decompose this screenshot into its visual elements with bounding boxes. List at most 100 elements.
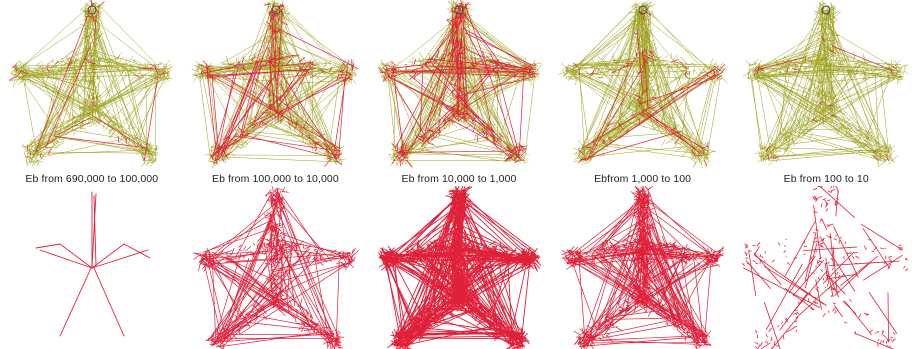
removed-edge <box>315 148 316 151</box>
network-edge <box>41 149 44 151</box>
network-edge <box>412 62 413 66</box>
removed-edge <box>405 64 407 65</box>
removed-edge <box>477 135 478 141</box>
removed-edge <box>238 245 240 247</box>
network-edge <box>218 157 339 162</box>
network-edge <box>96 18 101 21</box>
removed-edge <box>60 266 92 336</box>
removed-edge <box>385 249 389 252</box>
network-edge <box>294 63 296 64</box>
network-edge <box>474 133 476 139</box>
network-edge <box>95 104 136 142</box>
network-edge <box>36 68 155 147</box>
removed-edge <box>407 160 412 167</box>
removed-edge <box>408 338 520 339</box>
network-edge <box>194 65 199 66</box>
network-edge <box>464 37 470 38</box>
network-edge <box>328 78 339 155</box>
network-edge <box>466 2 468 3</box>
network-edge <box>27 76 170 146</box>
network-edge <box>46 76 49 83</box>
removed-edge <box>243 246 245 250</box>
panel-3-removed-graph <box>367 186 551 349</box>
removed-edge <box>200 251 272 255</box>
removed-edge <box>203 61 208 66</box>
network-edge <box>37 159 39 164</box>
panel-1-removed-edges <box>0 186 184 349</box>
panel-1-caption: Eb from 690,000 to 100,000 <box>0 172 184 186</box>
removed-edge <box>319 253 320 259</box>
removed-edge <box>253 243 255 245</box>
network-edge <box>89 57 90 59</box>
panel-3-network-top <box>367 0 551 172</box>
panel-2-removed-graph <box>184 186 368 349</box>
removed-edge <box>92 250 148 268</box>
removed-edge <box>278 29 352 66</box>
removed-edge <box>333 256 334 258</box>
network-edge <box>213 155 331 156</box>
network-edge <box>449 124 450 129</box>
removed-edge <box>92 244 124 268</box>
network-edge <box>350 78 355 84</box>
network-edge <box>148 63 149 67</box>
removed-edge <box>279 234 281 238</box>
network-edge <box>525 79 534 156</box>
network-edge <box>18 79 23 84</box>
removed-edge <box>55 136 146 147</box>
panel-3-caption: Eb from 10,000 to 1,000 <box>367 172 551 186</box>
panel-2-removed-edges <box>184 186 368 349</box>
network-edge <box>47 59 54 65</box>
network-edge <box>282 0 283 5</box>
removed-edge <box>207 69 315 78</box>
removed-edge <box>388 73 429 142</box>
removed-edge <box>40 250 92 268</box>
network-edge <box>421 112 461 151</box>
removed-edge <box>88 63 95 64</box>
removed-edge <box>393 339 396 340</box>
network-edge <box>118 52 122 56</box>
network-edge <box>24 153 27 158</box>
network-edge <box>13 80 15 87</box>
panel-2-network-top <box>184 0 368 172</box>
network-edge <box>389 154 393 155</box>
removed-edge <box>465 214 466 217</box>
removed-edge <box>226 253 227 254</box>
removed-edge <box>352 250 358 256</box>
panel-2-caption: Eb from 100,000 to 10,000 <box>184 172 368 186</box>
removed-edge <box>272 186 273 191</box>
removed-edge <box>245 247 250 251</box>
network-edge <box>23 144 26 149</box>
network-edge <box>381 75 382 77</box>
network-edge <box>326 159 329 160</box>
network-edge <box>230 151 235 156</box>
network-edge <box>304 142 305 145</box>
network-edge <box>74 110 78 116</box>
network-edge <box>287 126 289 129</box>
network-edge <box>129 56 133 62</box>
network-edge <box>80 128 85 129</box>
removed-edge <box>393 332 395 339</box>
removed-edge <box>60 244 92 268</box>
network-edge <box>208 77 313 138</box>
removed-edge <box>273 208 274 209</box>
network-edge <box>23 76 89 110</box>
removed-edge <box>414 59 416 65</box>
network-edge <box>465 24 500 65</box>
network-edge <box>125 72 126 75</box>
removed-edge <box>493 247 494 248</box>
network-edge <box>142 161 146 167</box>
network-edge <box>65 51 72 57</box>
network-edge <box>447 9 451 12</box>
network-edge <box>166 60 170 64</box>
panel-3-removed-edges <box>367 186 551 349</box>
network-edge <box>152 155 157 156</box>
network-edge <box>57 126 64 128</box>
network-edge <box>456 1 458 4</box>
network-edge <box>255 56 262 58</box>
network-edge <box>383 70 422 128</box>
removed-edge <box>534 73 539 74</box>
network-edge <box>233 62 238 63</box>
network-edge <box>448 2 454 7</box>
panel-1-network-top <box>0 0 184 172</box>
network-edge <box>340 147 344 149</box>
